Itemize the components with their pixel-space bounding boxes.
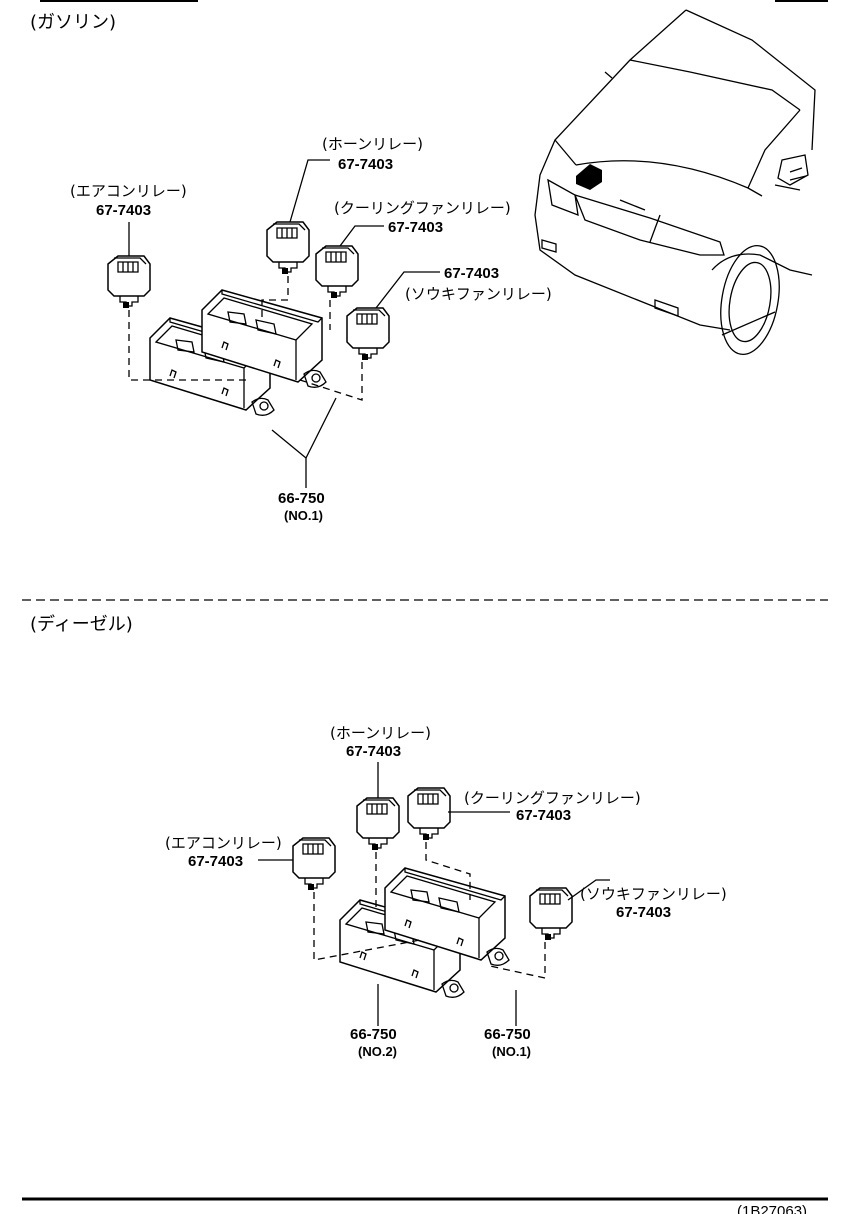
relay-aircon-diesel [292,837,336,891]
part-sub-fan-relay-diesel: 67-7403 [616,904,671,921]
part-cooling-fan-relay-gas: 67-7403 [388,219,443,236]
relay-horn-diesel [356,797,400,851]
label-aircon-relay-diesel: (エアコンリレー) [165,834,282,852]
label-horn-relay-gas: (ホーンリレー) [322,135,423,153]
label-sub-fan-relay-gas: (ソウキファンリレー) [405,285,552,303]
section-title-diesel: (ディーゼル) [30,614,133,635]
part-sub-fan-relay-gas: 67-7403 [444,265,499,282]
vehicle-illustration [534,9,816,356]
note-relay-box-gas: (NO.1) [284,508,323,523]
relay-sub-fan-gas [346,307,390,361]
part-aircon-relay-gas: 67-7403 [96,202,151,219]
label-cooling-fan-relay-gas: (クーリングファンリレー) [334,199,511,217]
relay-cooling-fan-gas [315,245,359,299]
part-horn-relay-diesel: 67-7403 [346,743,401,760]
part-relay-box-gas: 66-750 [278,490,325,507]
section-title-gasoline: (ガソリン) [30,12,116,33]
relay-horn-gas [266,221,310,275]
label-cooling-fan-relay-diesel: (クーリングファンリレー) [464,789,641,807]
note-relay-box-no2-diesel: (NO.2) [358,1044,397,1059]
label-sub-fan-relay-diesel: (ソウキファンリレー) [580,885,727,903]
label-aircon-relay-gas: (エアコンリレー) [70,182,187,200]
part-relay-box-no2-diesel: 66-750 [350,1026,397,1043]
relay-cooling-fan-diesel [407,787,451,841]
relay-sub-fan-diesel [529,887,573,941]
relay-location-marker [576,164,602,190]
relay-aircon-gas [107,255,151,309]
label-horn-relay-diesel: (ホーンリレー) [330,724,431,742]
figure-code: (1B27063) [737,1203,807,1214]
part-aircon-relay-diesel: 67-7403 [188,853,243,870]
part-horn-relay-gas: 67-7403 [338,156,393,173]
part-relay-box-no1-diesel: 66-750 [484,1026,531,1043]
note-relay-box-no1-diesel: (NO.1) [492,1044,531,1059]
part-cooling-fan-relay-diesel: 67-7403 [516,807,571,824]
